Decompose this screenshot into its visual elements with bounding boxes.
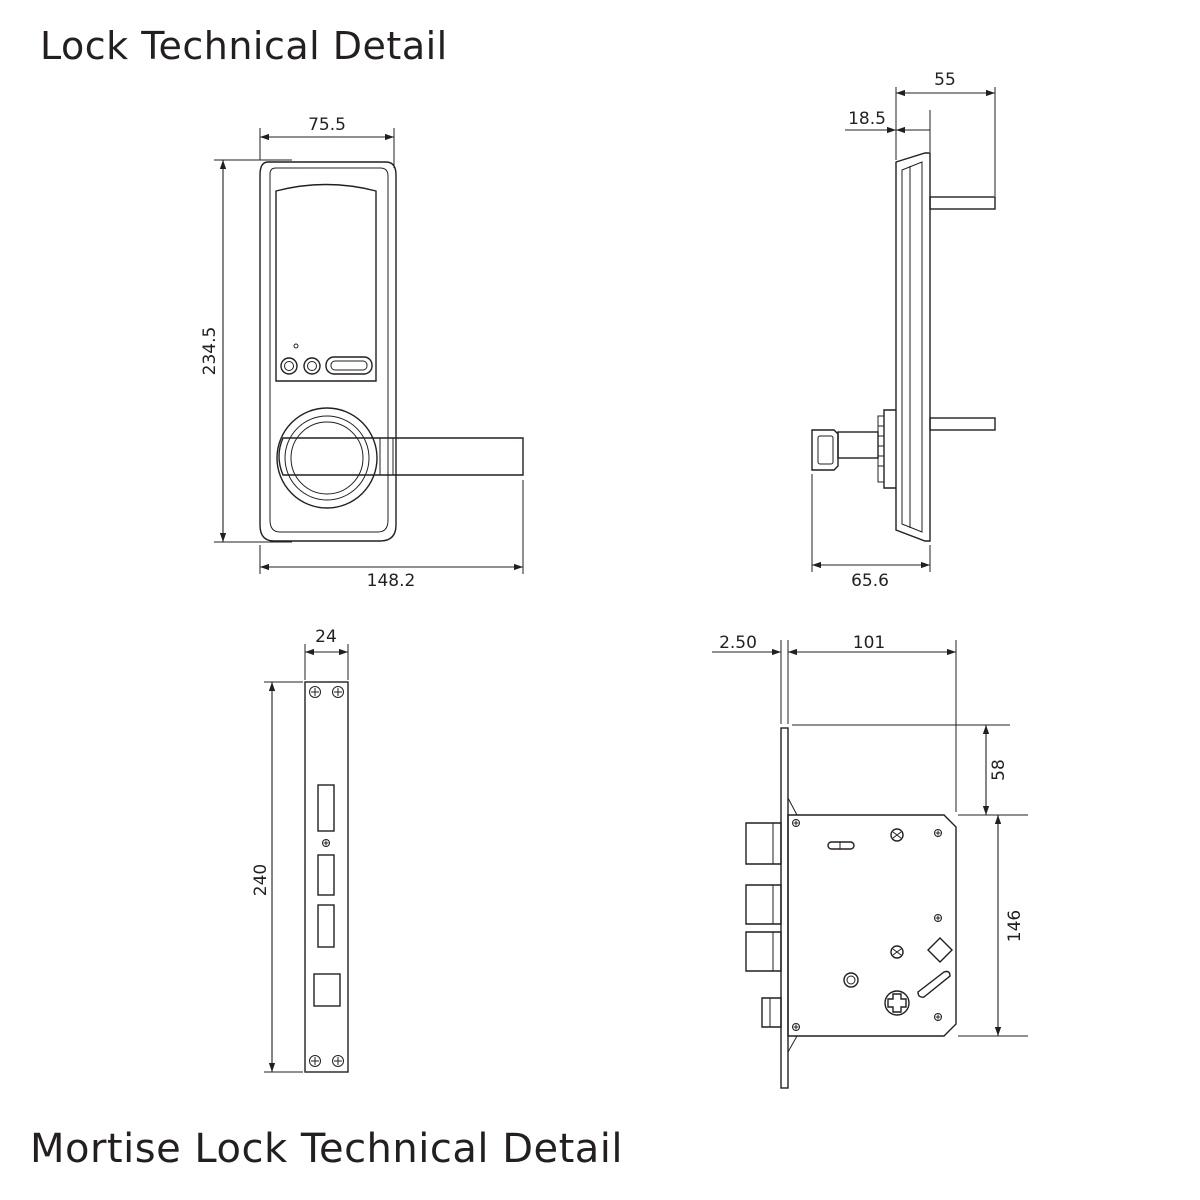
dim-mortise-offset: 58 (989, 759, 1009, 781)
dim-side-depth: 65.6 (851, 571, 889, 591)
lock-side-view (811, 152, 996, 542)
lock-front-view (259, 161, 524, 542)
dim-mortise-width: 101 (853, 633, 885, 653)
dim-side-body: 18.5 (848, 109, 886, 129)
dim-faceplate-width: 24 (315, 627, 337, 647)
dim-front-total-width: 148.2 (367, 571, 416, 591)
side-dimensions: 55 18.5 65.6 (811, 70, 996, 591)
dim-front-width: 75.5 (308, 115, 346, 135)
mortise-faceplate (304, 681, 349, 1073)
dim-front-height: 234.5 (200, 327, 220, 376)
mortise-dimensions: 2.50 101 58 146 (712, 633, 1028, 1037)
dim-faceplate-height: 240 (251, 864, 271, 896)
dim-mortise-height: 146 (1005, 910, 1025, 942)
dim-side-spindle: 55 (934, 70, 956, 90)
page-title-mortise: Mortise Lock Technical Detail (30, 1126, 624, 1172)
mortise-body (745, 727, 957, 1089)
dim-mortise-plate: 2.50 (719, 633, 757, 653)
faceplate-dimensions: 24 240 (251, 627, 349, 1073)
page-title-lock: Lock Technical Detail (40, 24, 448, 68)
front-dimensions: 75.5 234.5 148.2 (200, 115, 524, 591)
